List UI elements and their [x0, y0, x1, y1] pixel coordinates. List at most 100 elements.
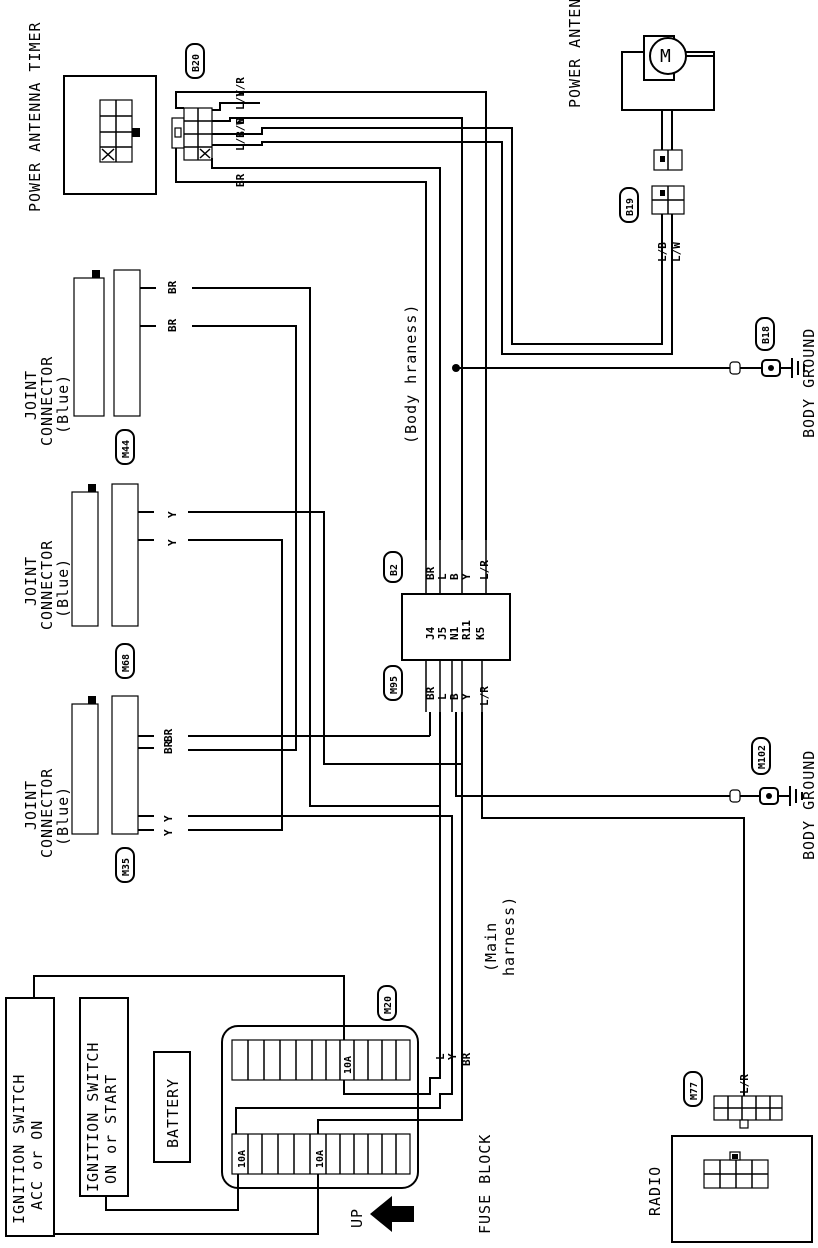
- connector-badge-m35: M35: [115, 847, 135, 883]
- svg-text:L/Y: L/Y: [234, 90, 247, 110]
- svg-text:J5: J5: [436, 627, 449, 640]
- svg-text:M44: M44: [121, 440, 132, 458]
- svg-text:L/W: L/W: [234, 118, 247, 138]
- power-antenna-timer-label: POWER ANTENNA TIMER: [26, 21, 44, 212]
- svg-text:JOINT: JOINT: [22, 556, 40, 606]
- svg-text:M35: M35: [121, 858, 132, 876]
- battery: BATTERY: [153, 1051, 191, 1163]
- joint-connector-m68: JOINT CONNECTOR (Blue): [22, 483, 139, 630]
- svg-text:BATTERY: BATTERY: [164, 1078, 182, 1148]
- fuse-row-top: 10A: [247, 1040, 397, 1080]
- connector-badge-b20: B20: [185, 43, 205, 79]
- connector-badge-b18: B18: [755, 317, 775, 351]
- svg-text:BR: BR: [162, 740, 175, 754]
- svg-text:BR: BR: [424, 686, 437, 700]
- svg-text:CONNECTOR: CONNECTOR: [38, 356, 56, 446]
- svg-text:CONNECTOR: CONNECTOR: [38, 540, 56, 630]
- svg-text:BR: BR: [166, 280, 179, 294]
- svg-text:IGNITION SWITCH: IGNITION SWITCH: [84, 1042, 102, 1192]
- ignition-switch-acc: IGNITION SWITCH ACC or ON: [5, 997, 55, 1237]
- body-ground-label-2: BODY GROUND: [800, 750, 818, 860]
- svg-text:JOINT: JOINT: [22, 370, 40, 420]
- b20-connector: [171, 107, 213, 161]
- svg-text:BR: BR: [424, 566, 437, 580]
- svg-text:R11: R11: [460, 620, 473, 640]
- svg-text:BR: BR: [162, 728, 175, 742]
- main-harness-label: (Main harness): [482, 896, 518, 976]
- m44-wires: BR BR: [140, 280, 441, 1040]
- svg-text:JOINT: JOINT: [22, 780, 40, 830]
- svg-text:Y: Y: [460, 573, 473, 580]
- joint-connector-m35: JOINT CONNECTOR (Blue): [22, 695, 139, 858]
- radio-wiring: L/R: [738, 1068, 751, 1096]
- svg-text:M102: M102: [757, 745, 768, 769]
- fuse-block-wiring: [33, 975, 463, 1235]
- svg-text:ON or START: ON or START: [102, 1074, 120, 1184]
- power-antenna-timer: POWER ANTENNA TIMER: [26, 21, 157, 212]
- svg-text:L/W: L/W: [670, 242, 683, 262]
- svg-text:L/R: L/R: [738, 1074, 751, 1094]
- svg-text:Y: Y: [162, 815, 175, 822]
- up-arrow-icon: UP: [348, 1196, 414, 1232]
- b20-wires: [175, 91, 673, 540]
- harness-connector-b2-m95: J4 J5 N1 R11 K5 BR L B Y L/R BR L B Y L/…: [401, 540, 511, 712]
- svg-text:M77: M77: [689, 1082, 700, 1100]
- svg-text:L/B: L/B: [656, 242, 669, 262]
- svg-text:L: L: [436, 693, 449, 700]
- fuse-row-bottom: 10A 10A: [237, 1134, 397, 1174]
- svg-text:L: L: [436, 573, 449, 580]
- svg-text:BR: BR: [166, 318, 179, 332]
- svg-text:B: B: [234, 117, 247, 124]
- svg-text:(Blue): (Blue): [54, 786, 72, 846]
- svg-text:K5: K5: [474, 627, 487, 640]
- svg-text:Y: Y: [460, 693, 473, 700]
- body-harness-label: (Body hraness): [402, 304, 420, 444]
- svg-text:B: B: [448, 573, 461, 580]
- connector-badge-m20: M20: [377, 985, 397, 1021]
- svg-text:Y: Y: [166, 539, 179, 546]
- svg-text:L/B: L/B: [234, 131, 247, 151]
- svg-text:(Blue): (Blue): [54, 374, 72, 434]
- body-ground-m102: BODY GROUND: [729, 750, 818, 860]
- connector-badge-m77: M77: [683, 1071, 703, 1107]
- m35-wires: BR BR Y Y: [138, 728, 453, 1054]
- svg-text:BR: BR: [460, 1052, 473, 1066]
- power-antenna-motor: M POWER ANTENNA MOTOR: [566, 0, 715, 171]
- connector-badge-b2: B2: [383, 551, 403, 583]
- connector-badge-m68: M68: [115, 643, 135, 679]
- svg-text:BR: BR: [234, 173, 247, 187]
- svg-text:J4: J4: [424, 626, 437, 640]
- ignition-switch-on: IGNITION SWITCH ON or START: [79, 997, 129, 1197]
- power-antenna-motor-label: POWER ANTENNA MOTOR: [566, 0, 584, 108]
- fuse-block-label: FUSE BLOCK: [476, 1134, 494, 1234]
- svg-text:B18: B18: [761, 326, 772, 344]
- svg-text:B20: B20: [191, 54, 202, 72]
- fuse-block: 10A 10A 10A L Y BR FUSE BLOCK: [221, 1025, 494, 1234]
- svg-text:L/R: L/R: [478, 686, 491, 706]
- radio-label: RADIO: [646, 1166, 664, 1216]
- svg-text:Y: Y: [162, 829, 175, 836]
- m68-wires: Y Y: [138, 511, 463, 1040]
- svg-text:B: B: [448, 693, 461, 700]
- svg-text:10A: 10A: [315, 1150, 326, 1168]
- svg-text:10A: 10A: [237, 1150, 248, 1168]
- radio: RADIO: [646, 1135, 813, 1243]
- svg-text:CONNECTOR: CONNECTOR: [38, 768, 56, 858]
- svg-text:10A: 10A: [343, 1056, 354, 1074]
- connector-badge-m95: M95: [383, 665, 403, 701]
- svg-text:ACC or ON: ACC or ON: [28, 1120, 46, 1210]
- connector-badge-m44: M44: [115, 429, 135, 465]
- svg-text:L/R: L/R: [234, 77, 247, 97]
- svg-text:M95: M95: [389, 676, 400, 694]
- svg-text:(Blue): (Blue): [54, 558, 72, 618]
- svg-text:N1: N1: [448, 626, 461, 640]
- b20-wire-tags: L/R L/Y B L/W L/B BR: [234, 77, 247, 187]
- body-ground-b18: BODY GROUND: [452, 328, 818, 438]
- main-harness-wires: [429, 712, 745, 1068]
- joint-connector-m44: JOINT CONNECTOR (Blue): [22, 269, 141, 446]
- timer-connector-face: [99, 99, 140, 163]
- connector-badge-m102: M102: [751, 737, 771, 775]
- motor-symbol: M: [660, 46, 671, 67]
- svg-text:L/R: L/R: [478, 560, 491, 580]
